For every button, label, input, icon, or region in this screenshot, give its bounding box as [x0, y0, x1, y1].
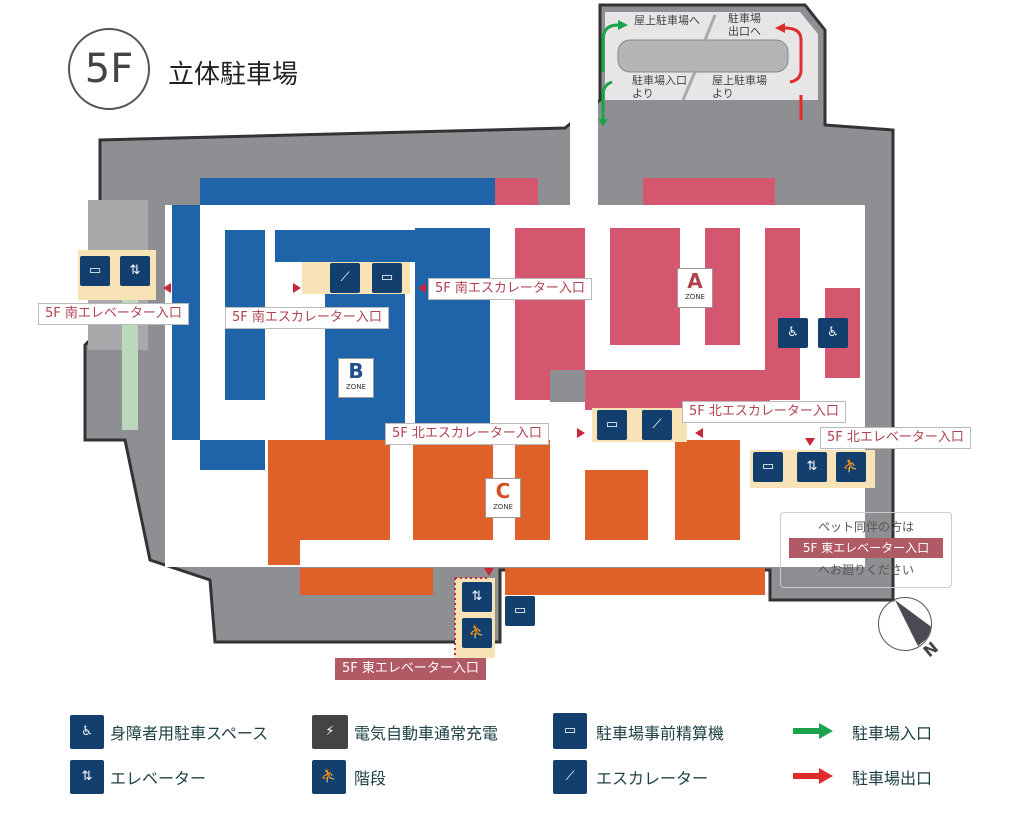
page-title: 立体駐車場	[168, 60, 299, 90]
green-strip	[122, 290, 138, 430]
prepay-machine-icon: ▭	[597, 410, 627, 440]
pet-notice: ペット同伴の方は 5F 東エレベーター入口 へお廻りください	[780, 512, 952, 588]
wheelchair-parking-icon: ♿	[778, 318, 808, 348]
legend-label: 駐車場出口	[852, 769, 933, 788]
prepay-machine-icon: ▭	[80, 256, 110, 286]
ramp-island	[617, 39, 789, 73]
zone-word: ZONE	[685, 293, 705, 301]
ramp-divider	[703, 14, 717, 41]
escalator-icon: ⟋	[330, 263, 360, 293]
zone-b-blocks	[172, 178, 495, 470]
stairs-icon: ⛹	[836, 452, 866, 482]
legend-label: エスカレーター	[596, 769, 709, 788]
pet-notice-line3: へお廻りください	[817, 563, 914, 577]
green-arrowhead	[819, 723, 833, 739]
entrance-arrowhead-down	[598, 119, 608, 126]
prepay-machine-icon: ▭	[505, 596, 535, 626]
pet-notice-highlight: 5F 東エレベーター入口	[789, 538, 943, 558]
exit-arrow	[784, 26, 803, 120]
pointer-triangle	[805, 438, 815, 451]
wheelchair-parking-icon: ♿	[70, 715, 104, 749]
north-escalator-label-1: 5F 北エスカレーター入口	[385, 423, 549, 445]
pointer-triangle	[413, 283, 426, 293]
wheelchair-parking-icon: ♿	[818, 318, 848, 348]
elevator-icon: ⇅	[120, 256, 150, 286]
prepay-machine-icon: ▭	[753, 452, 783, 482]
north-escalator-label-2: 5F 北エスカレーター入口	[682, 401, 846, 423]
stairs-icon: ⛹	[462, 618, 492, 648]
ramp-aisle	[570, 100, 598, 205]
north-elevator-label: 5F 北エレベーター入口	[820, 427, 971, 449]
ramp-divider	[681, 71, 697, 101]
zone-letter: B	[348, 359, 364, 383]
zone-letter: A	[687, 269, 703, 293]
red-arrow-icon	[793, 773, 819, 779]
south-elevator-label: 5F 南エレベーター入口	[38, 303, 189, 325]
pet-notice-line1: ペット同伴の方は	[817, 520, 914, 534]
elevator-icon: ⇅	[797, 452, 827, 482]
exit-arrowhead	[775, 23, 785, 33]
pointer-triangle	[293, 283, 306, 293]
ramp-from-roof: 屋上駐車場 より	[712, 74, 767, 100]
east-elevator-label: 5F 東エレベーター入口	[335, 658, 486, 680]
legend-label: 駐車場入口	[852, 724, 933, 743]
prepay-machine-icon: ▭	[372, 263, 402, 293]
legend-label: 電気自動車通常充電	[354, 724, 499, 743]
zone-word: ZONE	[346, 383, 366, 391]
pointer-triangle	[690, 428, 703, 438]
entrance-arrowhead	[618, 20, 628, 30]
compass	[878, 597, 932, 651]
prepay-machine-icon: ▭	[553, 713, 587, 749]
ramp-to-exit: 駐車場 出口へ	[728, 12, 761, 38]
pointer-triangle	[577, 428, 590, 438]
entrance-arrow	[601, 23, 619, 125]
ramp-to-roof: 屋上駐車場へ	[634, 14, 700, 27]
green-arrow-icon	[793, 728, 819, 734]
south-escalator-label-2: 5F 南エスカレーター入口	[428, 278, 592, 300]
legend-label: エレベーター	[110, 769, 207, 788]
red-arrowhead	[819, 768, 833, 784]
legend-label: 身障者用駐車スペース	[110, 724, 269, 743]
elevator-icon: ⇅	[70, 760, 104, 794]
zone-letter: C	[495, 479, 511, 503]
floor-badge: 5F	[68, 28, 150, 110]
elevator-icon: ⇅	[462, 582, 492, 612]
zone-word: ZONE	[493, 503, 513, 511]
escalator-icon: ⟋	[553, 760, 587, 794]
ev-charger-icon: ⚡	[312, 715, 348, 749]
zone-c-blocks	[268, 440, 765, 595]
pointer-triangle	[484, 568, 494, 581]
pillar	[550, 370, 585, 402]
south-escalator-label-1: 5F 南エスカレーター入口	[225, 307, 389, 329]
stairs-icon: ⛹	[312, 760, 346, 794]
legend-label: 階段	[354, 769, 387, 788]
ramp-from-entrance: 駐車場入口 より	[632, 74, 687, 100]
legend-label: 駐車場事前精算機	[596, 724, 725, 743]
escalator-icon: ⟋	[642, 410, 672, 440]
pointer-triangle	[158, 283, 171, 293]
